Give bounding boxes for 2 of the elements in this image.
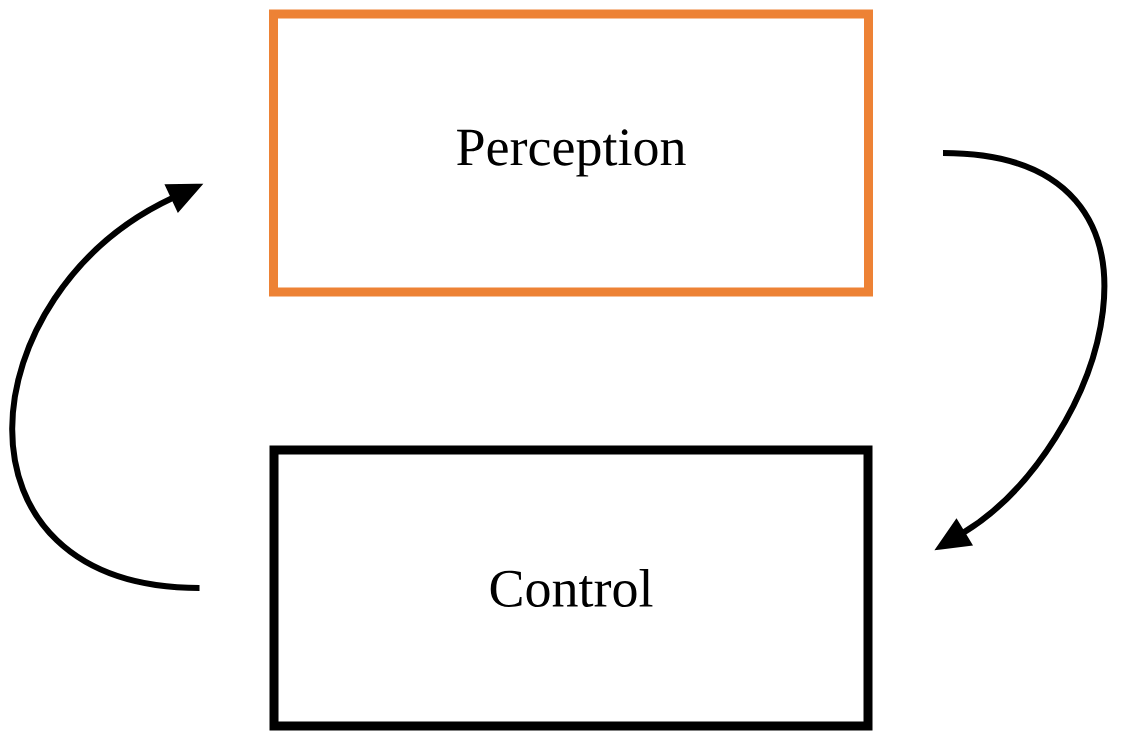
- process-box: Perception: [269, 9, 873, 297]
- process-box: Control: [269, 445, 873, 731]
